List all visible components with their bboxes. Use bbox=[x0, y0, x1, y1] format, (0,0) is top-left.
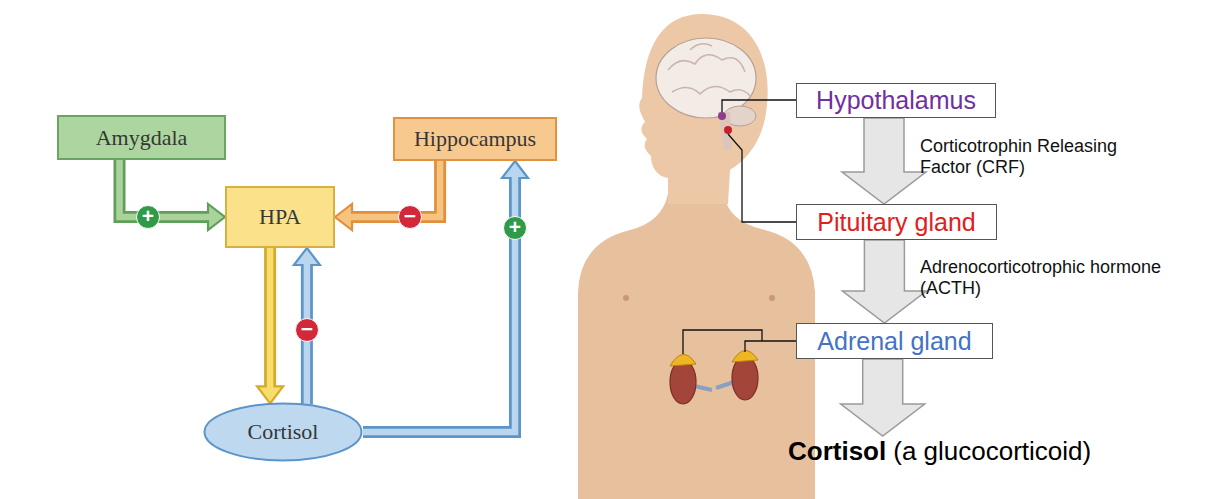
block-arrow-shape bbox=[842, 118, 926, 204]
nipple bbox=[769, 295, 775, 301]
gland-box: Hypothalamus bbox=[796, 83, 996, 118]
feedback-arrow bbox=[335, 161, 440, 230]
block-arrow-shape bbox=[841, 359, 925, 436]
sign-badge: − bbox=[398, 205, 422, 229]
ellipse-shape bbox=[205, 404, 362, 461]
renal-vessel bbox=[694, 386, 712, 390]
block-arrow bbox=[842, 240, 926, 323]
axis-box: HPA bbox=[225, 186, 335, 248]
node-text: (a glucocorticoid) bbox=[893, 436, 1091, 467]
node-text: Amygdala bbox=[96, 125, 188, 151]
arrow-fill bbox=[267, 248, 274, 390]
kidney bbox=[732, 356, 758, 400]
region-box: Amygdala bbox=[57, 115, 226, 160]
brainstem bbox=[718, 112, 732, 150]
node-text: Pituitary gland bbox=[817, 208, 975, 237]
hormone-label: Cortisol(a glucocorticoid) bbox=[788, 436, 1091, 467]
sign-badge: + bbox=[136, 205, 160, 229]
hypothalamus-dot bbox=[718, 112, 726, 120]
torso-silhouette bbox=[578, 194, 815, 499]
node-text: Hippocampus bbox=[414, 126, 536, 152]
arrow-outline bbox=[352, 161, 440, 217]
feedback-arrow bbox=[257, 248, 283, 403]
nipple bbox=[623, 295, 629, 301]
renal-vessel bbox=[716, 382, 734, 388]
head-silhouette bbox=[639, 14, 767, 204]
feedback-arrow bbox=[120, 160, 226, 230]
block-arrow bbox=[842, 118, 926, 204]
arrow-outline bbox=[363, 178, 515, 432]
hormone-ellipse: Cortisol bbox=[203, 402, 363, 462]
sign-badge: − bbox=[295, 318, 319, 342]
arrow-outline bbox=[120, 160, 209, 217]
feedback-arrow bbox=[294, 248, 320, 404]
adrenal-cap bbox=[670, 354, 696, 366]
arrow-fill bbox=[348, 161, 440, 217]
block-arrow-shape bbox=[842, 240, 926, 323]
kidney bbox=[670, 360, 696, 404]
gland-box: Pituitary gland bbox=[796, 204, 997, 240]
node-text: HPA bbox=[259, 204, 301, 230]
brain-gyri bbox=[668, 44, 750, 96]
block-arrow bbox=[841, 359, 925, 436]
arrow-fill bbox=[363, 174, 515, 432]
sign-badge: + bbox=[503, 216, 527, 240]
node-text: Hypothalamus bbox=[816, 86, 976, 115]
leader-line bbox=[683, 330, 762, 354]
region-box: Hippocampus bbox=[393, 117, 557, 161]
edge-label: Adrenocorticotrophic hormone (ACTH) bbox=[920, 257, 1210, 299]
adrenal-cap bbox=[732, 350, 758, 362]
pituitary-dot bbox=[724, 126, 732, 134]
feedback-arrow bbox=[363, 161, 528, 432]
node-text: Adrenal gland bbox=[817, 327, 971, 356]
node-text: Cortisol bbox=[248, 419, 319, 445]
arrow-fill bbox=[120, 160, 213, 217]
gland-box: Adrenal gland bbox=[796, 323, 993, 359]
leader-line bbox=[722, 100, 796, 112]
node-text: Cortisol bbox=[788, 436, 886, 467]
leader-line bbox=[728, 134, 796, 222]
leader-line bbox=[745, 341, 796, 352]
edge-label: Corticotrophin Releasing Factor (CRF) bbox=[920, 136, 1170, 178]
